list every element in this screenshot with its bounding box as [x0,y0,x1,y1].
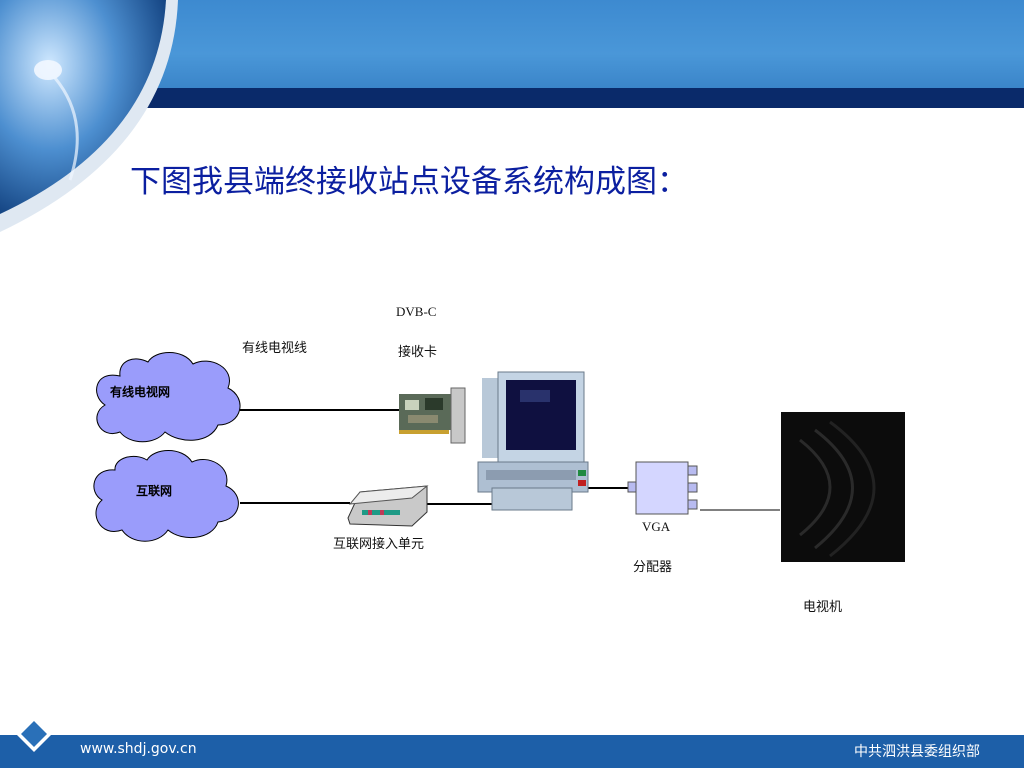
internet-cloud [93,450,239,542]
footer-org: 中共泗洪县委组织部 [854,744,980,760]
splitter-label: 分配器 [633,559,673,574]
television-icon [781,412,905,562]
diamond-icon [16,716,52,752]
internet-label: 互联网 [136,484,173,498]
vga-label: VGA [642,519,671,534]
corner-decoration [0,0,178,232]
tv-label: 电视机 [803,599,843,614]
dvb-label: DVB-C [396,304,437,319]
footer-bar [0,735,1024,768]
footer-url[interactable]: www.shdj.gov.cn [80,741,197,757]
dvb-c-card-icon [399,387,466,444]
header-stripe [0,88,1024,108]
cable-network-cloud [96,352,241,443]
vga-splitter-icon [627,461,698,515]
internet-access-unit-icon [347,485,429,527]
desktop-computer-icon [477,371,589,511]
receiver-card-label: 接收卡 [398,344,438,359]
page-title: 下图我县端终接收站点设备系统构成图： [130,164,688,200]
cable-line-label: 有线电视线 [242,340,308,355]
cable-network-label: 有线电视网 [110,385,171,399]
internet-access-unit-label: 互联网接入单元 [333,536,425,551]
